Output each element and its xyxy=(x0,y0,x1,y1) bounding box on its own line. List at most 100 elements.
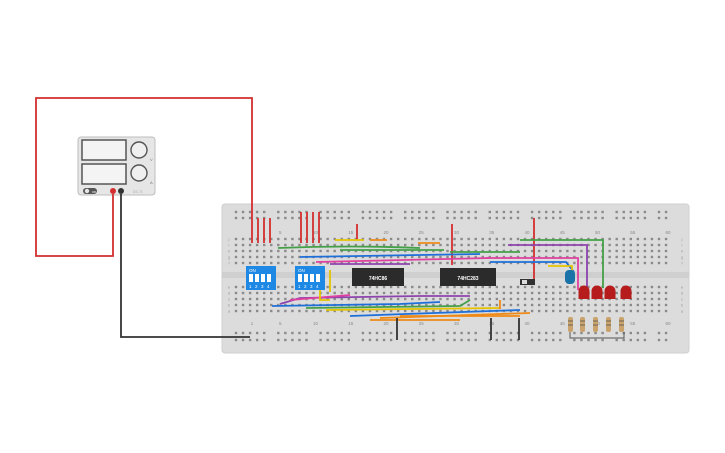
breadboard-hole[interactable] xyxy=(573,309,576,313)
breadboard-hole[interactable] xyxy=(453,291,456,295)
breadboard-hole[interactable] xyxy=(270,309,273,313)
breadboard-hole[interactable] xyxy=(474,210,477,214)
breadboard-hole[interactable] xyxy=(389,309,393,313)
breadboard-hole[interactable] xyxy=(333,249,336,253)
breadboard-hole[interactable] xyxy=(587,303,590,307)
breadboard-hole[interactable] xyxy=(622,261,625,265)
breadboard-hole[interactable] xyxy=(382,261,386,265)
breadboard-hole[interactable] xyxy=(411,216,414,220)
breadboard-hole[interactable] xyxy=(439,285,442,289)
breadboard-hole[interactable] xyxy=(594,210,597,214)
breadboard-hole[interactable] xyxy=(580,309,583,313)
breadboard-hole[interactable] xyxy=(601,237,604,241)
breadboard-hole[interactable] xyxy=(474,297,477,301)
breadboard-hole[interactable] xyxy=(537,291,541,295)
breadboard-hole[interactable] xyxy=(594,338,597,342)
breadboard-hole[interactable] xyxy=(573,303,576,307)
breadboard-hole[interactable] xyxy=(284,291,287,295)
breadboard-hole[interactable] xyxy=(664,255,668,259)
breadboard-hole[interactable] xyxy=(467,297,470,301)
breadboard-hole[interactable] xyxy=(255,261,259,265)
breadboard-hole[interactable] xyxy=(502,243,506,247)
breadboard-hole[interactable] xyxy=(657,303,661,307)
breadboard-hole[interactable] xyxy=(361,255,365,259)
breadboard-hole[interactable] xyxy=(545,338,548,342)
breadboard-hole[interactable] xyxy=(375,216,379,220)
pink-jumper-wire[interactable] xyxy=(315,257,491,263)
breadboard-hole[interactable] xyxy=(587,216,590,220)
breadboard-hole[interactable] xyxy=(559,331,562,335)
breadboard-hole[interactable] xyxy=(340,297,343,301)
breadboard-hole[interactable] xyxy=(488,243,491,247)
breadboard-hole[interactable] xyxy=(481,243,484,247)
breadboard-hole[interactable] xyxy=(354,237,358,241)
breadboard-hole[interactable] xyxy=(559,237,562,241)
breadboard-hole[interactable] xyxy=(580,255,583,259)
breadboard-hole[interactable] xyxy=(418,297,421,301)
breadboard-hole[interactable] xyxy=(418,291,421,295)
breadboard-hole[interactable] xyxy=(340,216,343,220)
breadboard-hole[interactable] xyxy=(580,237,583,241)
breadboard-hole[interactable] xyxy=(530,249,534,253)
breadboard-hole[interactable] xyxy=(446,309,449,313)
breadboard-hole[interactable] xyxy=(298,216,301,220)
breadboard-hole[interactable] xyxy=(587,261,590,265)
breadboard-hole[interactable] xyxy=(446,216,449,220)
purple-jumper-wire[interactable] xyxy=(279,295,470,305)
breadboard-hole[interactable] xyxy=(347,249,350,253)
breadboard-hole[interactable] xyxy=(389,210,393,214)
breadboard-hole[interactable] xyxy=(530,338,534,342)
breadboard-hole[interactable] xyxy=(643,237,647,241)
breadboard-hole[interactable] xyxy=(573,249,576,253)
breadboard-hole[interactable] xyxy=(474,237,477,241)
breadboard-hole[interactable] xyxy=(566,309,569,313)
breadboard-hole[interactable] xyxy=(340,338,343,342)
breadboard-hole[interactable] xyxy=(319,338,322,342)
breadboard-hole[interactable] xyxy=(326,210,329,214)
breadboard-hole[interactable] xyxy=(467,255,470,259)
breadboard-hole[interactable] xyxy=(453,285,456,289)
breadboard-hole[interactable] xyxy=(566,291,569,295)
breadboard-hole[interactable] xyxy=(312,297,315,301)
breadboard-hole[interactable] xyxy=(664,285,668,289)
breadboard-hole[interactable] xyxy=(340,210,343,214)
breadboard-hole[interactable] xyxy=(657,297,661,301)
breadboard-hole[interactable] xyxy=(375,338,379,342)
breadboard-hole[interactable] xyxy=(368,255,372,259)
breadboard-hole[interactable] xyxy=(488,216,491,220)
breadboard-hole[interactable] xyxy=(580,331,583,335)
breadboard-hole[interactable] xyxy=(305,331,308,335)
breadboard-hole[interactable] xyxy=(537,237,541,241)
breadboard-hole[interactable] xyxy=(509,285,513,289)
breadboard-hole[interactable] xyxy=(375,210,379,214)
breadboard-hole[interactable] xyxy=(375,237,379,241)
breadboard-hole[interactable] xyxy=(411,237,414,241)
breadboard-hole[interactable] xyxy=(411,210,414,214)
breadboard-hole[interactable] xyxy=(425,331,428,335)
breadboard-hole[interactable] xyxy=(530,255,534,259)
breadboard-hole[interactable] xyxy=(340,331,343,335)
breadboard-hole[interactable] xyxy=(474,243,477,247)
breadboard-hole[interactable] xyxy=(248,261,252,265)
breadboard-hole[interactable] xyxy=(467,249,470,253)
breadboard-hole[interactable] xyxy=(404,249,407,253)
dip-switch-toggle[interactable] xyxy=(267,274,271,282)
breadboard-hole[interactable] xyxy=(594,249,597,253)
breadboard-hole[interactable] xyxy=(537,255,541,259)
breadboard-hole[interactable] xyxy=(354,297,358,301)
breadboard-hole[interactable] xyxy=(594,216,597,220)
breadboard-hole[interactable] xyxy=(326,216,329,220)
breadboard-hole[interactable] xyxy=(234,331,238,335)
breadboard-hole[interactable] xyxy=(425,216,428,220)
breadboard-hole[interactable] xyxy=(545,297,548,301)
breadboard-hole[interactable] xyxy=(453,249,456,253)
breadboard-hole[interactable] xyxy=(545,216,548,220)
breadboard-hole[interactable] xyxy=(495,216,499,220)
breadboard-hole[interactable] xyxy=(467,243,470,247)
dip-switch-2[interactable]: ON 1 2 3 4 xyxy=(295,266,325,290)
breadboard-hole[interactable] xyxy=(615,303,618,307)
breadboard-hole[interactable] xyxy=(340,285,343,289)
breadboard-hole[interactable] xyxy=(241,237,245,241)
breadboard-hole[interactable] xyxy=(636,243,640,247)
breadboard-hole[interactable] xyxy=(277,249,280,253)
